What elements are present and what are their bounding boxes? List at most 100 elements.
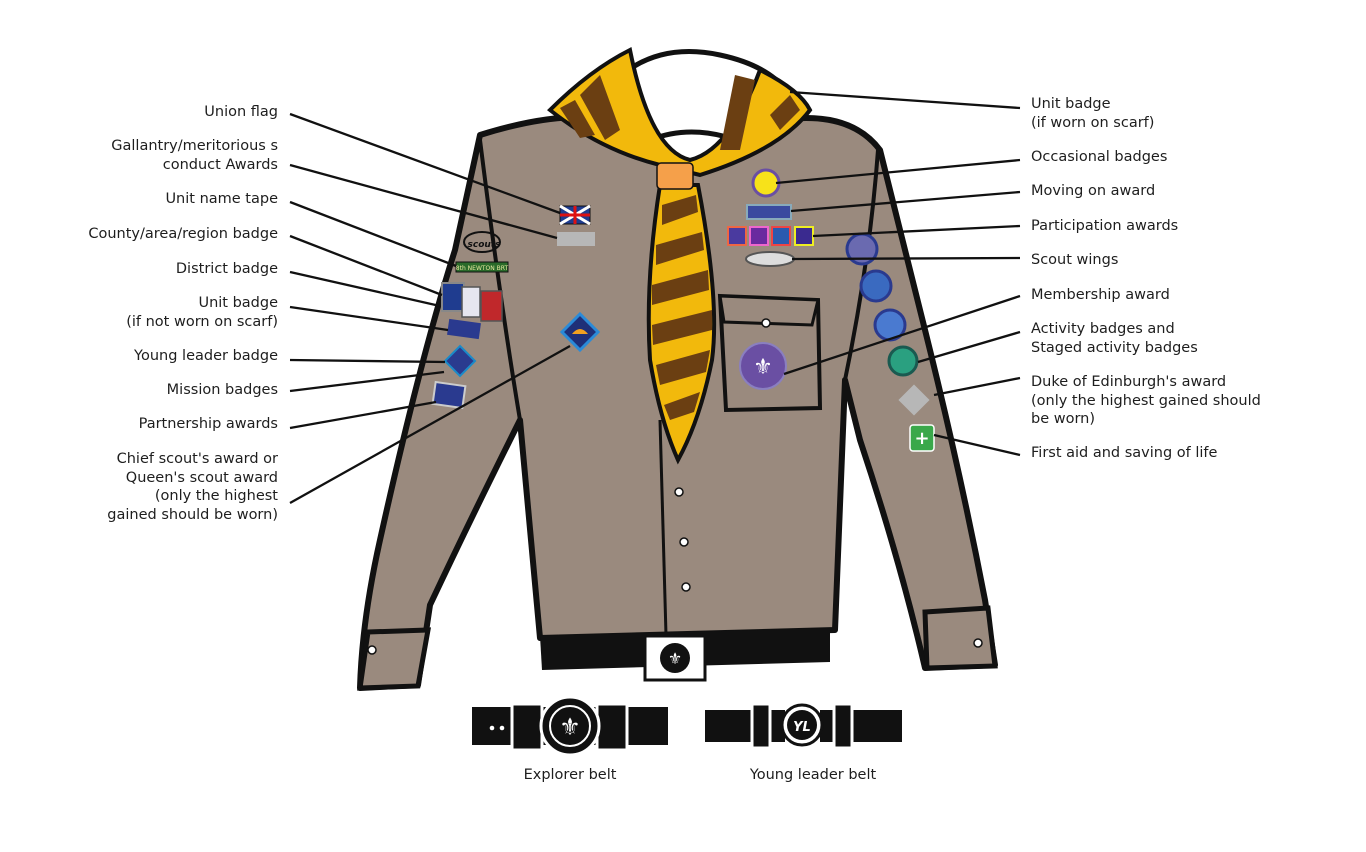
label-line: District badge	[175, 261, 278, 277]
label-line: Scout wings	[1031, 252, 1119, 268]
label-line: Chief scout's award or	[116, 451, 278, 467]
label-line: Participation awards	[1031, 218, 1179, 234]
yl-belt-strap-right	[820, 710, 902, 742]
label-line: Unit badge	[198, 295, 278, 311]
label-occasional-badges: Occasional badges	[1031, 148, 1167, 167]
label-unit-name-tape: Unit name tape	[165, 190, 278, 209]
label-line: Membership award	[1031, 287, 1170, 303]
label-line: Activity badges and	[1031, 321, 1175, 337]
participation-badge-1	[727, 226, 747, 246]
label-line: Moving on award	[1031, 183, 1156, 199]
yl-belt-buckle-inner	[787, 710, 817, 740]
label-line: (if worn on scarf)	[1031, 114, 1155, 131]
belt-buckle-emblem	[660, 643, 690, 673]
activity-badge-4	[887, 345, 919, 377]
unit-name-tape-badge	[455, 261, 509, 273]
yl-belt-mark: YL	[793, 720, 811, 735]
label-membership-award: Membership award	[1031, 286, 1170, 305]
scarf-stripes	[560, 75, 800, 150]
line-district-badge	[289, 270, 441, 308]
label-duke-of-edinburgh: Duke of Edinburgh's award (only the high…	[1031, 373, 1261, 429]
label-unit-badge-not-scarf: Unit badge (if not worn on scarf)	[126, 294, 278, 331]
activity-badge-2	[859, 269, 893, 303]
label-moving-on-award: Moving on award	[1031, 182, 1155, 201]
line-occasional	[775, 158, 1021, 185]
line-young-leader	[289, 358, 446, 364]
doe-badge-patch	[898, 384, 930, 416]
label-line: Gallantry/meritorious s	[111, 138, 278, 154]
explorer-belt-loop-right	[595, 702, 629, 752]
label-line: (only the highest gained should	[1031, 392, 1261, 409]
gallantry-badge	[557, 232, 595, 246]
county-badge-patch	[441, 282, 465, 312]
name-tape-text: 8th NEWTON BRT	[456, 265, 509, 272]
shirt-button-2	[679, 537, 689, 547]
line-county-badge	[289, 234, 443, 297]
label-unit-badge-scarf: Unit badge (if worn on scarf)	[1031, 95, 1154, 132]
label-line: Mission badges	[166, 382, 278, 398]
label-first-aid: First aid and saving of life	[1031, 444, 1217, 463]
label-line: be worn)	[1031, 411, 1096, 427]
label-young-leader-badge: Young leader badge	[134, 347, 278, 366]
union-flag-cross-red	[560, 206, 590, 224]
left-cuff-button	[367, 645, 377, 655]
label-line: Young leader badge	[134, 348, 278, 364]
label-gallantry-awards: Gallantry/meritorious s conduct Awards	[111, 137, 278, 174]
label-line: (only the highest	[154, 488, 278, 504]
line-membership	[783, 294, 1021, 376]
line-moving-on	[790, 190, 1021, 213]
label-mission-badges: Mission badges	[167, 381, 278, 400]
placket	[658, 419, 668, 636]
label-line: Partnership awards	[138, 416, 278, 432]
explorer-belt-stud-1	[489, 725, 495, 731]
right-cuff	[922, 605, 998, 671]
label-young-leader-belt: Young leader belt	[749, 767, 877, 783]
explorer-belt: ⚜	[472, 695, 668, 757]
line-participation	[812, 224, 1021, 238]
membership-fleur-icon: ⚜	[753, 355, 773, 380]
participation-badge-3	[771, 226, 791, 246]
line-gallantry	[289, 163, 558, 240]
membership-award-patch	[739, 342, 787, 390]
district-badge-patch	[461, 286, 481, 318]
scarf	[547, 47, 813, 465]
yl-belt-loop-left	[750, 702, 772, 750]
scout-wings-badge	[745, 251, 795, 267]
line-activity	[917, 330, 1021, 364]
label-line: Queen's scout award	[125, 469, 278, 486]
unit-badge-patch-2	[447, 318, 481, 340]
yl-belt-loop-right	[832, 702, 854, 750]
left-cuff	[357, 627, 432, 691]
partnership-badge-patch	[431, 380, 467, 410]
label-line: conduct Awards	[162, 156, 278, 173]
label-line: Staged activity badges	[1031, 339, 1198, 356]
left-sleeve-seam	[478, 139, 522, 421]
scouts-logo-text: scouts	[468, 240, 502, 250]
shirt-button-3	[681, 582, 691, 592]
explorer-belt-loop-left	[510, 702, 544, 752]
label-line: Unit name tape	[165, 191, 278, 207]
explorer-belt-fleur-icon: ⚜	[559, 713, 581, 741]
young-leader-belt: YL	[705, 702, 902, 750]
label-line: Duke of Edinburgh's award	[1031, 374, 1227, 390]
pocket-button	[761, 318, 771, 328]
label-line: Unit badge	[1031, 96, 1111, 112]
label-line: (if not worn on scarf)	[126, 313, 278, 330]
label-line: Occasional badges	[1031, 149, 1168, 165]
label-line: Union flag	[204, 104, 278, 120]
line-partnership	[289, 400, 437, 430]
label-activity-badges: Activity badges and Staged activity badg…	[1031, 320, 1198, 357]
scouts-logo-badge	[463, 231, 501, 253]
occasional-badge-patch	[751, 168, 781, 198]
woggle	[656, 162, 694, 190]
right-cuff-button	[973, 638, 983, 648]
participation-badge-4	[794, 226, 814, 246]
label-participation-awards: Participation awards	[1031, 217, 1178, 236]
line-doe	[933, 376, 1021, 397]
scarf-tail-stripes	[652, 195, 712, 420]
line-unit-badge-scarf	[789, 90, 1021, 110]
line-chief-scout	[289, 344, 571, 505]
first-aid-cross-icon: +	[914, 428, 929, 449]
label-explorer-belt: Explorer belt	[523, 767, 617, 783]
